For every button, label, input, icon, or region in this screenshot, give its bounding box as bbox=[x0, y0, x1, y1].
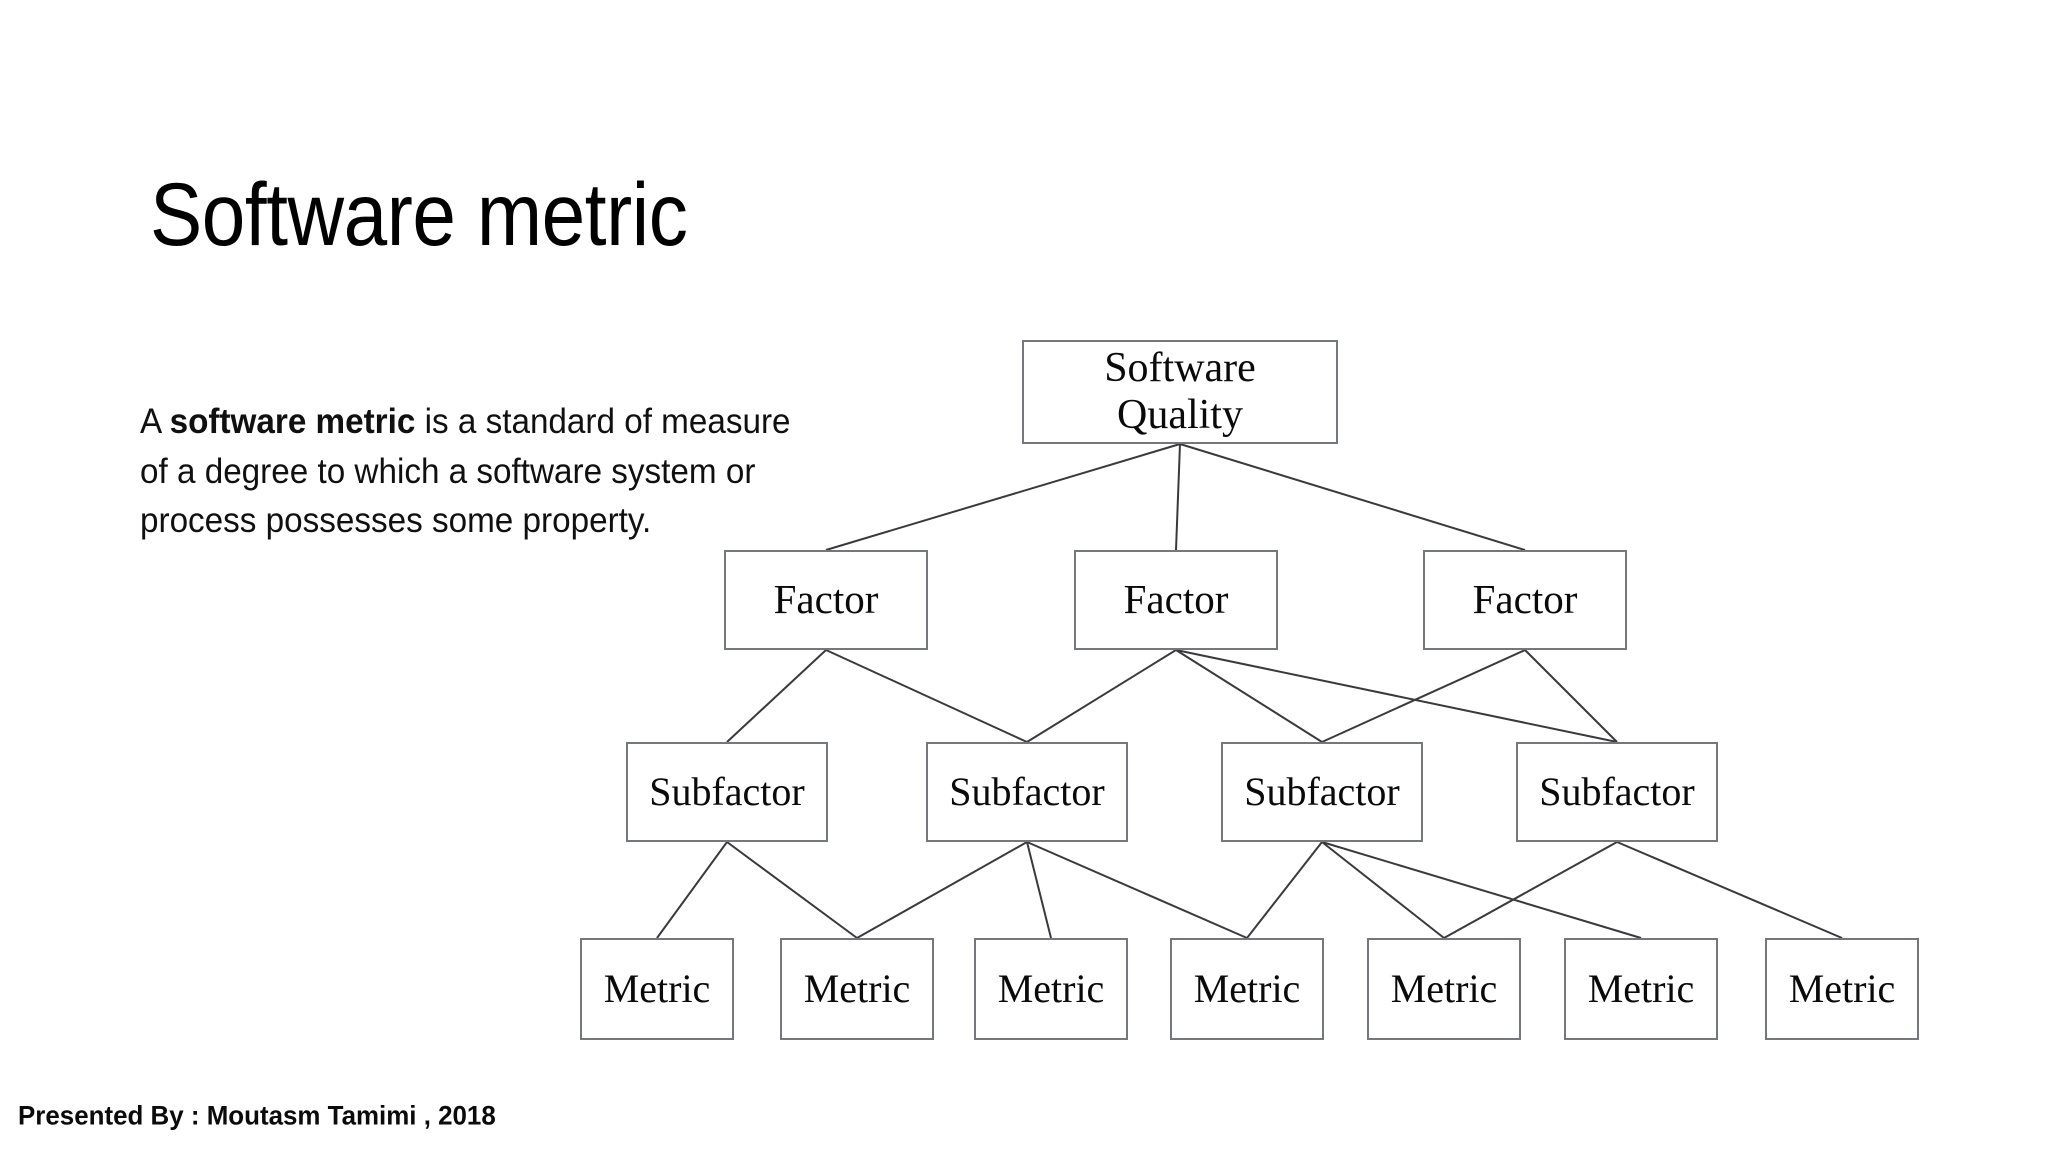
diagram-node-label: Metric bbox=[1587, 965, 1695, 1011]
diagram-edge bbox=[1175, 649, 1323, 743]
page-title: Software metric bbox=[150, 163, 688, 264]
diagram-node-label: Subfactor bbox=[1539, 768, 1695, 814]
body-paragraph: A software metric is a standard of measu… bbox=[140, 397, 824, 546]
diagram-node-factor[interactable]: Factor bbox=[1423, 550, 1627, 650]
diagram-node-subfactor[interactable]: Subfactor bbox=[1221, 742, 1423, 842]
diagram-node-factor[interactable]: Factor bbox=[1074, 550, 1278, 650]
diagram-edge bbox=[1321, 841, 1445, 939]
diagram-node-factor[interactable]: Factor bbox=[724, 550, 928, 650]
diagram-node-label: Factor bbox=[1472, 576, 1578, 623]
diagram-edge bbox=[726, 649, 827, 743]
diagram-edge bbox=[1246, 841, 1323, 939]
diagram-edge bbox=[1175, 649, 1618, 743]
diagram-node-subfactor[interactable]: Subfactor bbox=[1516, 742, 1718, 842]
diagram-node-label: Factor bbox=[1123, 576, 1229, 623]
diagram-node-label: Subfactor bbox=[949, 768, 1105, 814]
footer-credit: Presented By : Moutasm Tamimi , 2018 bbox=[18, 1100, 496, 1131]
diagram-node-metric[interactable]: Metric bbox=[1564, 938, 1718, 1040]
diagram-edge bbox=[726, 841, 858, 939]
diagram-edge bbox=[856, 841, 1028, 939]
diagram-edge bbox=[1321, 649, 1526, 743]
paragraph-lead: A bbox=[140, 402, 170, 441]
diagram-node-metric[interactable]: Metric bbox=[780, 938, 934, 1040]
diagram-node-metric[interactable]: Metric bbox=[1170, 938, 1324, 1040]
diagram-edge bbox=[1175, 443, 1181, 551]
diagram-node-metric[interactable]: Metric bbox=[580, 938, 734, 1040]
diagram-node-subfactor[interactable]: Subfactor bbox=[626, 742, 828, 842]
diagram-edge bbox=[1443, 841, 1618, 939]
diagram-node-label: Metric bbox=[603, 965, 711, 1011]
diagram-node-label: Metric bbox=[1193, 965, 1301, 1011]
diagram-edge bbox=[825, 443, 1181, 551]
diagram-node-label: Subfactor bbox=[649, 768, 805, 814]
diagram-edge bbox=[825, 649, 1028, 743]
diagram-edge bbox=[1026, 649, 1177, 743]
diagram-node-label: Factor bbox=[773, 576, 879, 623]
diagram-node-root[interactable]: Software Quality bbox=[1022, 340, 1338, 444]
diagram-edge bbox=[1321, 841, 1642, 939]
diagram-edge bbox=[1026, 841, 1052, 939]
diagram-node-label: Software Quality bbox=[1104, 344, 1256, 438]
diagram-node-label: Metric bbox=[1788, 965, 1896, 1011]
diagram-node-metric[interactable]: Metric bbox=[1765, 938, 1919, 1040]
diagram-edge bbox=[1026, 841, 1248, 939]
diagram-node-label: Subfactor bbox=[1244, 768, 1400, 814]
diagram-node-metric[interactable]: Metric bbox=[974, 938, 1128, 1040]
diagram-node-label: Metric bbox=[1390, 965, 1498, 1011]
diagram-edge bbox=[1524, 649, 1618, 743]
diagram-node-subfactor[interactable]: Subfactor bbox=[926, 742, 1128, 842]
diagram-node-metric[interactable]: Metric bbox=[1367, 938, 1521, 1040]
diagram-edge bbox=[656, 841, 728, 939]
diagram-node-label: Metric bbox=[803, 965, 911, 1011]
diagram-edge bbox=[1616, 841, 1843, 939]
diagram-edge bbox=[1179, 443, 1526, 551]
paragraph-emphasis: software metric bbox=[169, 402, 416, 441]
diagram-node-label: Metric bbox=[997, 965, 1105, 1011]
paragraph-rest: is a standard of measure of a degree to … bbox=[140, 402, 791, 541]
